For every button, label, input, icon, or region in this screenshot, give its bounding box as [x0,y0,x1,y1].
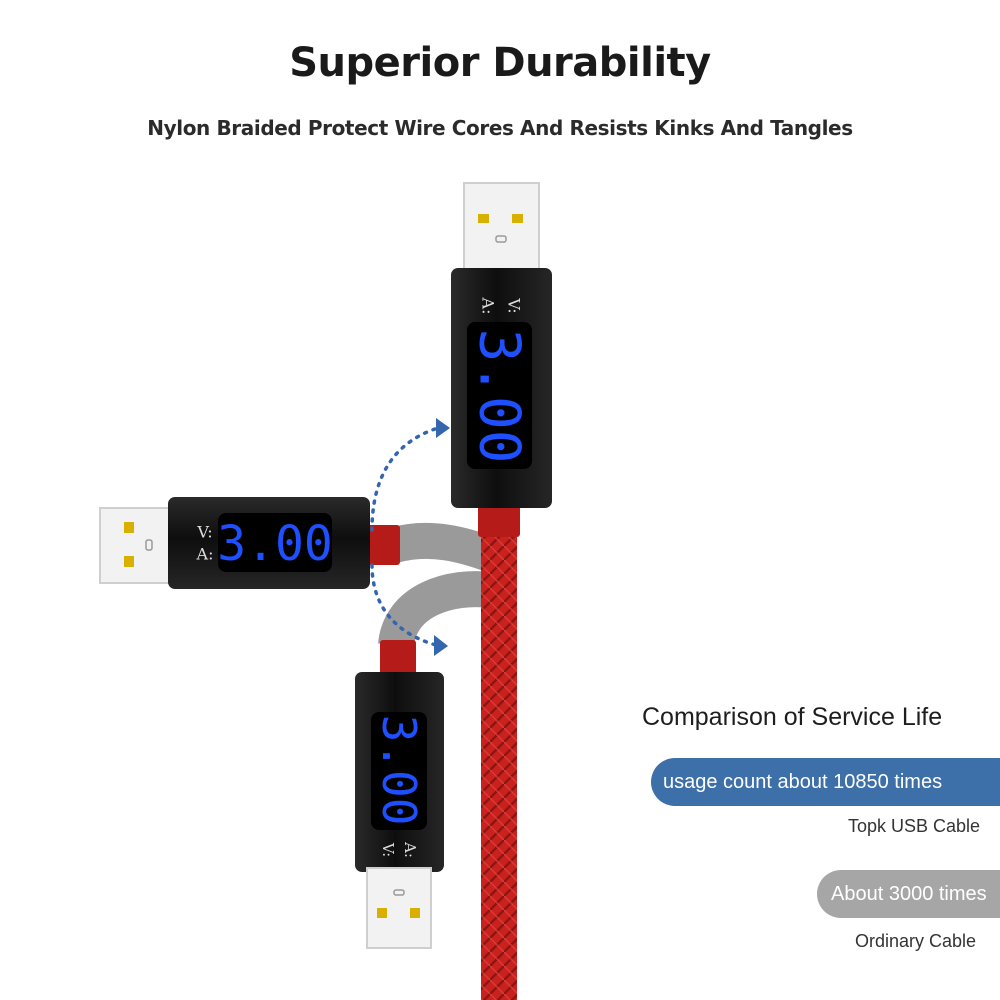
meter-reading-top: 3.00 [467,329,532,464]
connector-left [99,497,370,589]
meter-label-a-top: A: [479,297,498,315]
topk-usage-badge: usage count about 10850 times [651,758,1000,806]
meter-reading-bottom: 3.00 [372,715,426,826]
meter-reading-left: 3.00 [217,516,333,572]
meter-screen-bottom [371,712,427,830]
meter-screen-left [218,513,332,572]
meter-label-v-top: V: [505,297,524,313]
topk-caption: Topk USB Cable [848,816,981,836]
ghost-cable-upper [390,522,499,572]
meter-label-v-bottom: V: [379,842,397,857]
meter-label-v-left: V: [196,523,212,542]
ordinary-caption: Ordinary Cable [855,931,977,951]
bend-arc-down [370,563,438,647]
bend-arc-up [370,426,440,532]
connector-bottom [355,672,444,949]
strain-relief-bottom [380,640,416,676]
arrow-down-icon [434,635,448,656]
ghost-cable-lower [378,571,495,649]
comparison-title: Comparison of Service Life [642,703,943,731]
usb-plug-left [99,507,173,584]
meter-label-a-bottom: A: [401,841,419,858]
strain-relief-left [366,525,400,565]
main-braided-cable [481,530,517,1000]
ordinary-usage-badge: About 3000 times [817,870,1000,918]
strain-relief-top [478,505,520,537]
usb-plug-bottom [366,867,432,949]
usb-plug-top [463,182,540,272]
page-title: Superior Durability [289,40,711,86]
arrow-up-icon [436,418,450,438]
meter-label-a-left: A: [196,545,214,564]
page-subtitle: Nylon Braided Protect Wire Cores And Res… [147,116,853,140]
meter-screen-top [467,322,532,469]
connector-top [451,182,552,508]
